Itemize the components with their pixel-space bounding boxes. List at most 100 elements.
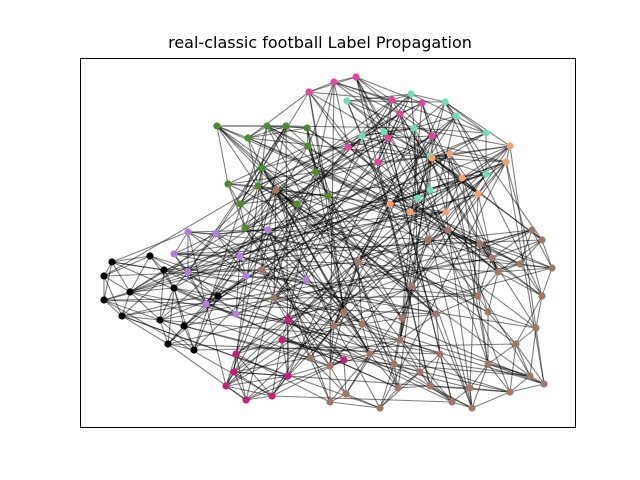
- network-edge: [227, 167, 263, 185]
- network-edge: [187, 132, 487, 273]
- network-node: [303, 124, 311, 132]
- network-edge: [244, 137, 389, 229]
- network-node: [410, 124, 418, 132]
- network-node: [441, 98, 449, 106]
- network-node: [258, 266, 266, 274]
- network-node: [263, 122, 271, 130]
- network-node: [526, 372, 534, 380]
- network-edge: [505, 161, 545, 385]
- network-edge: [159, 269, 165, 321]
- network-edge: [308, 91, 349, 148]
- network-edge: [239, 255, 307, 281]
- network-node: [390, 360, 398, 368]
- network-edge: [111, 231, 189, 263]
- network-edge: [257, 185, 329, 197]
- network-edge: [225, 385, 273, 397]
- network-node: [416, 368, 424, 376]
- network-edge: [103, 185, 259, 277]
- network-edge: [129, 269, 165, 293]
- network-edge: [399, 313, 437, 341]
- network-node: [214, 292, 222, 300]
- network-edge: [427, 239, 493, 259]
- network-edge: [429, 353, 441, 387]
- network-node: [118, 312, 126, 320]
- network-edge: [129, 271, 189, 293]
- network-edge: [497, 239, 543, 273]
- network-edge: [491, 257, 521, 265]
- network-node: [376, 404, 384, 412]
- network-node: [538, 292, 546, 300]
- edge-layer: [103, 76, 553, 409]
- network-edge: [308, 91, 345, 313]
- network-node: [407, 90, 415, 98]
- network-node: [386, 200, 394, 208]
- network-edge: [245, 395, 273, 401]
- network-edge: [149, 255, 531, 377]
- network-edge: [205, 161, 507, 305]
- network-edge: [239, 189, 431, 257]
- network-node: [282, 122, 290, 130]
- network-edge: [333, 127, 415, 327]
- network-edge: [329, 173, 487, 367]
- network-edge: [216, 125, 371, 355]
- network-edge: [215, 125, 287, 235]
- network-edge: [355, 76, 393, 101]
- network-edge: [333, 76, 357, 83]
- network-edge: [159, 319, 401, 341]
- network-node: [284, 316, 292, 324]
- network-edge: [285, 125, 309, 147]
- network-node: [330, 78, 338, 86]
- network-edge: [285, 125, 289, 377]
- network-node: [342, 390, 350, 398]
- network-edge: [305, 115, 457, 281]
- network-node: [394, 384, 402, 392]
- network-node: [343, 97, 351, 105]
- network-node: [424, 236, 432, 244]
- network-node: [380, 128, 388, 136]
- network-node: [452, 112, 460, 120]
- network-edge: [469, 193, 479, 389]
- network-edge: [159, 319, 169, 345]
- network-edge: [410, 93, 415, 129]
- network-edge: [233, 339, 283, 373]
- network-node: [242, 272, 250, 280]
- network-node: [354, 258, 362, 266]
- network-node: [506, 142, 514, 150]
- network-edge: [487, 343, 517, 365]
- network-node: [232, 350, 240, 358]
- network-edge: [308, 91, 393, 101]
- network-edge: [235, 339, 283, 355]
- network-edge: [103, 275, 131, 293]
- network-edge: [244, 227, 345, 361]
- network-edge: [399, 102, 423, 115]
- network-edge: [216, 125, 517, 345]
- network-node: [190, 346, 198, 354]
- network-edge: [205, 255, 241, 305]
- network-node: [184, 228, 192, 236]
- network-node: [344, 143, 352, 151]
- network-edge: [411, 285, 437, 315]
- network-edge: [103, 261, 113, 301]
- network-edge: [369, 353, 395, 365]
- network-edge: [535, 295, 543, 329]
- network-edge: [387, 99, 393, 139]
- network-edge: [343, 359, 531, 377]
- network-edge: [216, 125, 403, 319]
- network-edge: [369, 339, 401, 355]
- network-edge: [347, 99, 393, 148]
- network-node: [241, 224, 249, 232]
- network-edge: [333, 325, 371, 355]
- network-edge: [487, 311, 517, 345]
- network-edge: [449, 153, 463, 179]
- network-edge: [505, 161, 543, 297]
- network-edge: [121, 315, 289, 377]
- network-edge: [217, 145, 309, 297]
- network-node: [352, 73, 360, 81]
- network-edge: [111, 261, 131, 293]
- network-edge: [287, 81, 335, 321]
- network-edge: [399, 113, 433, 137]
- network-edge: [447, 173, 487, 231]
- network-edge: [205, 275, 247, 305]
- network-node: [474, 190, 482, 198]
